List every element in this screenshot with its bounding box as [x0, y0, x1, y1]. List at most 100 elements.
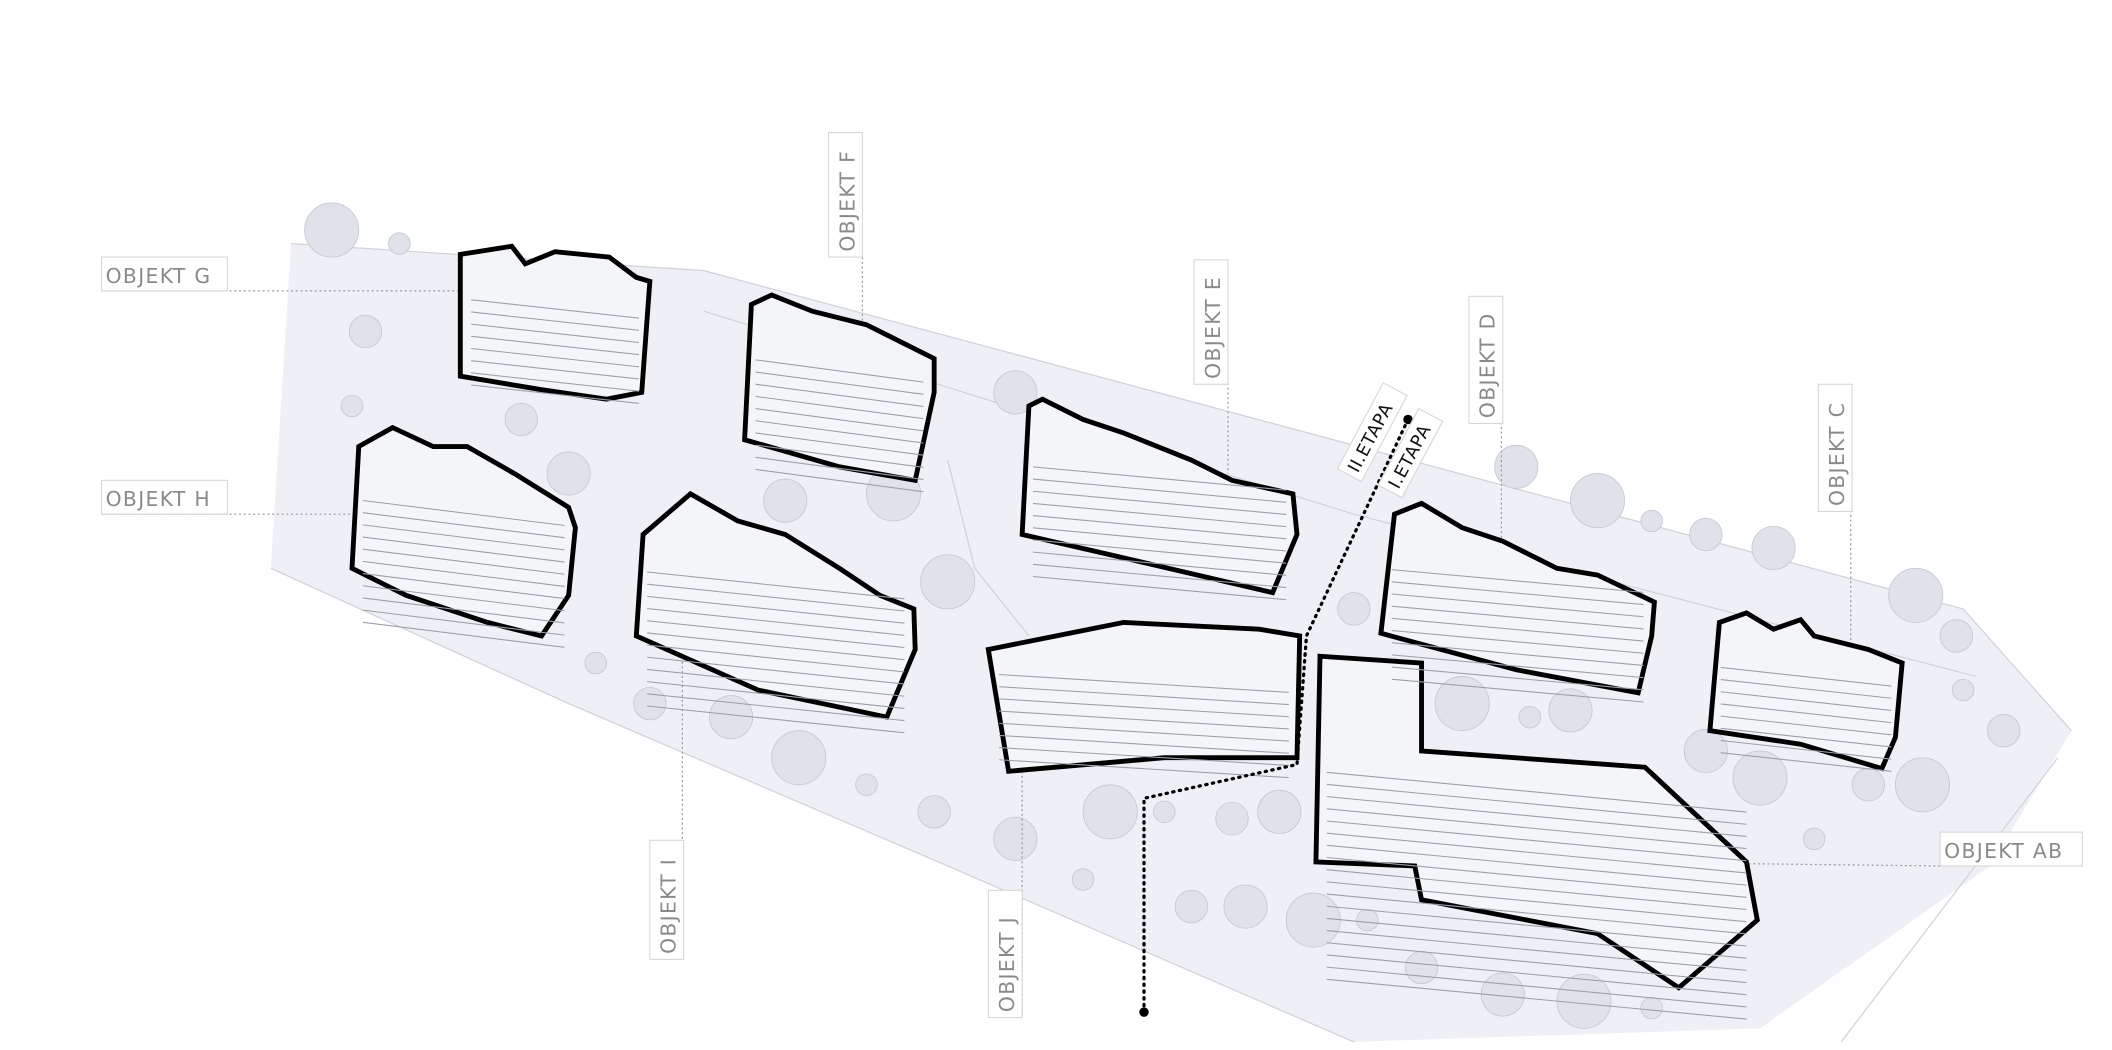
facade-line	[999, 686, 1289, 706]
tree-icon	[1951, 678, 1975, 702]
facade-line	[362, 560, 565, 587]
facade-line	[1720, 739, 1892, 760]
building-c[interactable]	[1707, 610, 1905, 772]
tree-icon	[584, 651, 607, 675]
tree-icon	[1689, 517, 1723, 552]
stage-divider-end-dot	[1139, 1007, 1149, 1017]
svg-text:OBJEKT G: OBJEKT G	[106, 264, 212, 288]
facade-lines	[362, 299, 1892, 1020]
facade-line	[1032, 490, 1287, 515]
label-objekt-d[interactable]: OBJEKT D	[1468, 295, 1504, 425]
facade-line	[1032, 539, 1287, 564]
tree-icon	[1987, 714, 2021, 748]
label-objekt-i[interactable]: OBJEKT I	[649, 839, 685, 960]
tree-icon	[917, 795, 951, 829]
tree-icon	[709, 695, 754, 740]
facade-line	[755, 456, 924, 481]
facade-line	[1326, 844, 1747, 886]
facade-line	[647, 632, 905, 661]
tree-icon	[546, 451, 591, 496]
building-labels: OBJEKT G OBJEKT H OBJEKT F OBJEKT E OBJE…	[100, 132, 2083, 1019]
facade-line	[1391, 581, 1644, 606]
facade-line	[755, 444, 924, 468]
building-j[interactable]	[985, 619, 1303, 774]
trees	[304, 202, 2021, 1029]
facade-line	[647, 668, 905, 697]
facade-line	[755, 420, 924, 444]
building-ab[interactable]	[1313, 653, 1760, 991]
facade-line	[1326, 966, 1747, 1008]
facade-line	[755, 371, 924, 395]
tree-icon	[304, 202, 360, 258]
tree-icon	[1548, 688, 1593, 733]
facade-line	[471, 360, 640, 380]
tree-icon	[771, 730, 827, 786]
svg-text:OBJEKT J: OBJEKT J	[995, 916, 1019, 1012]
facade-line	[1326, 869, 1747, 911]
facade-line	[1391, 666, 1644, 691]
tree-icon	[1082, 784, 1138, 840]
tree-icon	[1174, 889, 1209, 924]
facade-line	[1391, 630, 1644, 654]
tree-icon	[504, 402, 538, 437]
facade-line	[1326, 978, 1747, 1020]
tree-icon	[348, 314, 383, 349]
stage-divider-start-dot	[1403, 414, 1413, 425]
facade-line	[1391, 593, 1644, 618]
facade-line	[1391, 569, 1644, 593]
facade-line	[1032, 515, 1287, 540]
facade-line	[1720, 679, 1892, 699]
svg-text:OBJEKT D: OBJEKT D	[1476, 312, 1500, 418]
facade-line	[999, 747, 1289, 766]
facade-line	[471, 372, 640, 392]
facade-line	[1326, 917, 1747, 959]
facade-line	[755, 432, 924, 456]
facade-line	[471, 335, 640, 356]
label-objekt-f[interactable]: OBJEKT F	[828, 132, 863, 258]
facade-line	[1720, 752, 1892, 772]
label-objekt-j[interactable]: OBJEKT J	[987, 889, 1023, 1019]
facade-line	[1032, 575, 1287, 601]
tree-icon	[855, 773, 878, 797]
building-f[interactable]	[742, 292, 937, 484]
tree-icon	[1223, 884, 1268, 929]
facade-line	[647, 656, 905, 685]
tree-icon	[1851, 768, 1885, 802]
facade-line	[647, 693, 905, 722]
label-objekt-g[interactable]: OBJEKT G	[100, 256, 228, 292]
facade-line	[1326, 820, 1747, 862]
label-objekt-ab[interactable]: OBJEKT AB	[1939, 831, 2083, 867]
facade-line	[1391, 678, 1644, 703]
svg-text:OBJEKT F: OBJEKT F	[835, 150, 859, 252]
svg-text:OBJEKT I: OBJEKT I	[657, 858, 681, 954]
tree-icon	[1570, 473, 1626, 529]
tree-icon	[1732, 750, 1788, 806]
facade-line	[1326, 832, 1747, 874]
facade-line	[1032, 551, 1287, 576]
tree-icon	[1518, 705, 1542, 729]
facade-line	[471, 299, 640, 319]
facade-line	[999, 759, 1289, 779]
tree-icon	[388, 232, 411, 255]
facade-line	[755, 359, 924, 383]
label-objekt-h[interactable]: OBJEKT H	[100, 479, 228, 515]
label-objekt-e[interactable]: OBJEKT E	[1193, 259, 1229, 385]
facade-line	[1391, 617, 1644, 642]
facade-line	[1720, 727, 1892, 748]
building-g[interactable]	[457, 243, 653, 402]
building-i[interactable]	[633, 490, 918, 720]
building-e[interactable]	[1019, 396, 1300, 596]
label-objekt-c[interactable]: OBJEKT C	[1817, 383, 1853, 513]
tree-icon	[1404, 950, 1439, 985]
building-h[interactable]	[349, 424, 578, 639]
facade-line	[1720, 703, 1892, 724]
tree-icon	[993, 816, 1038, 861]
facade-line	[1326, 942, 1747, 984]
facade-line	[999, 734, 1289, 754]
facade-line	[647, 595, 905, 624]
facade-line	[1326, 771, 1747, 813]
tree-icon	[1894, 757, 1950, 813]
facade-line	[1326, 893, 1747, 935]
facade-line	[1032, 478, 1287, 503]
facade-line	[999, 698, 1289, 718]
